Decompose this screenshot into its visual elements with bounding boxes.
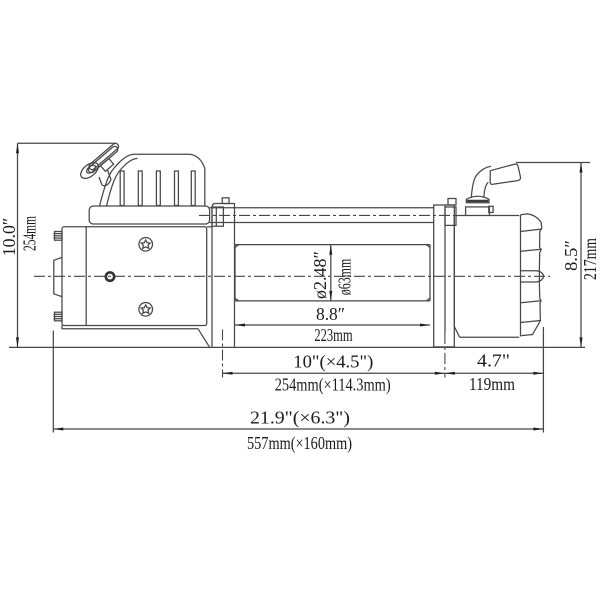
svg-text:21.9"(×6.3"): 21.9"(×6.3")	[250, 408, 350, 429]
svg-text:8.8″: 8.8″	[316, 304, 345, 324]
svg-text:8.5″: 8.5″	[561, 240, 581, 271]
svg-text:ø63mm: ø63mm	[335, 259, 355, 296]
svg-text:254mm: 254mm	[19, 216, 39, 251]
svg-text:217mm: 217mm	[580, 238, 600, 280]
svg-text:119mm: 119mm	[469, 374, 515, 394]
svg-text:10"(×4.5"): 10"(×4.5")	[293, 352, 373, 373]
svg-text:557mm(×160mm): 557mm(×160mm)	[247, 433, 352, 454]
svg-text:ø2.48″: ø2.48″	[310, 251, 330, 299]
svg-text:254mm(×114.3mm): 254mm(×114.3mm)	[275, 375, 391, 396]
svg-text:223mm: 223mm	[314, 325, 352, 345]
svg-text:4.7": 4.7"	[477, 351, 510, 371]
svg-text:10.0″: 10.0″	[0, 218, 19, 257]
